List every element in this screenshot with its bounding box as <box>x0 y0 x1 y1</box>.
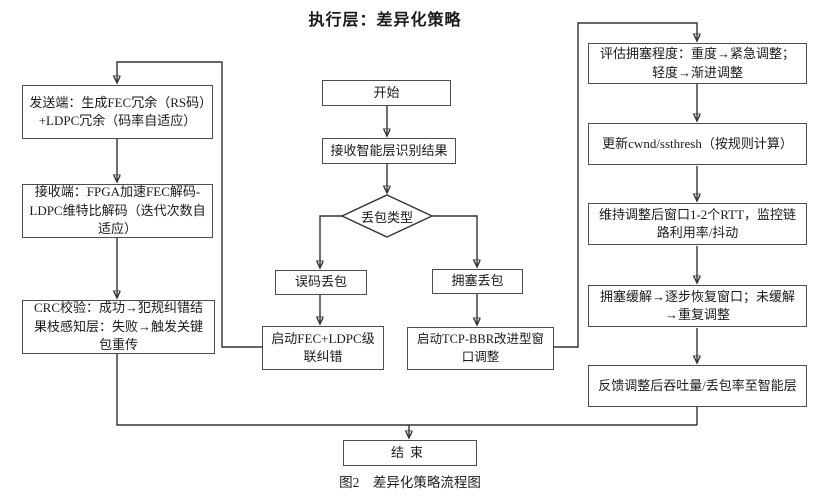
node-maintain: 维持调整后窗口1-2个RTT，监控链路利用率/抖动 <box>588 203 807 245</box>
node-receiver-label: 接收端：FPGA加速FEC解码-LDPC维特比解码（迭代次数自适应） <box>29 184 206 237</box>
node-sender-label: 发送端：生成FEC冗余（RS码）+LDPC冗余（码率自适应） <box>29 94 206 128</box>
node-tcp-bbr-label: 启动TCP-BBR改进型窗口调整 <box>416 331 545 364</box>
edge-decision-congestion <box>432 215 477 266</box>
node-decision: 丢包类型 <box>345 206 429 226</box>
node-receiver: 接收端：FPGA加速FEC解码-LDPC维特比解码（迭代次数自适应） <box>22 184 213 238</box>
node-start-label: 开始 <box>373 84 400 100</box>
node-end: 结束 <box>343 440 477 466</box>
edge-crc-merge <box>116 354 697 426</box>
node-evaluate-label: 评估拥塞程度：重度→紧急调整；轻度→渐进调整 <box>599 46 795 80</box>
node-update: 更新cwnd/ssthresh（按规则计算） <box>588 123 807 165</box>
node-decision-label: 丢包类型 <box>360 209 413 225</box>
node-relief: 拥塞缓解→逐步恢复窗口；未缓解→重复调整 <box>588 285 807 327</box>
diagram-title: 执行层：差异化策略 <box>308 12 462 29</box>
figure-caption: 图2 差异化策略流程图 <box>339 475 481 490</box>
node-fec-label: 启动FEC+LDPC级联纠错 <box>271 330 375 364</box>
node-receive: 接收智能层识别结果 <box>322 138 456 164</box>
node-evaluate: 评估拥塞程度：重度→紧急调整；轻度→渐进调整 <box>588 43 807 84</box>
node-relief-label: 拥塞缓解→逐步恢复窗口；未缓解→重复调整 <box>599 288 795 322</box>
node-bit-error: 误码丢包 <box>275 270 367 295</box>
node-crc-label: CRC校验：成功→犯规纠错结果枝感知层：失败→触发关键包重传 <box>33 300 203 353</box>
node-fec: 启动FEC+LDPC级联纠错 <box>262 326 384 370</box>
node-bit-error-label: 误码丢包 <box>294 274 347 290</box>
edge-fec-sender-loop <box>117 61 262 348</box>
node-congestion-label: 拥塞丢包 <box>451 273 504 289</box>
node-start: 开始 <box>322 80 451 106</box>
edge-tcpbbr-evaluate-loop <box>553 22 697 348</box>
node-receive-label: 接收智能层识别结果 <box>330 142 448 158</box>
node-tcp-bbr: 启动TCP-BBR改进型窗口调整 <box>407 327 554 370</box>
node-feedback-label: 反馈调整后吞吐量/丢包率至智能层 <box>598 377 797 393</box>
node-congestion: 拥塞丢包 <box>432 269 523 294</box>
node-feedback: 反馈调整后吞吐量/丢包率至智能层 <box>588 365 807 407</box>
decision-diamond-shape <box>340 194 434 238</box>
edge-decision-biterror <box>320 215 342 267</box>
node-update-label: 更新cwnd/ssthresh（按规则计算） <box>602 135 793 151</box>
node-end-label: 结束 <box>390 444 429 460</box>
node-sender: 发送端：生成FEC冗余（RS码）+LDPC冗余（码率自适应） <box>22 85 213 139</box>
node-maintain-label: 维持调整后窗口1-2个RTT，监控链路利用率/抖动 <box>598 206 797 240</box>
node-crc: CRC校验：成功→犯规纠错结果枝感知层：失败→触发关键包重传 <box>22 300 215 354</box>
